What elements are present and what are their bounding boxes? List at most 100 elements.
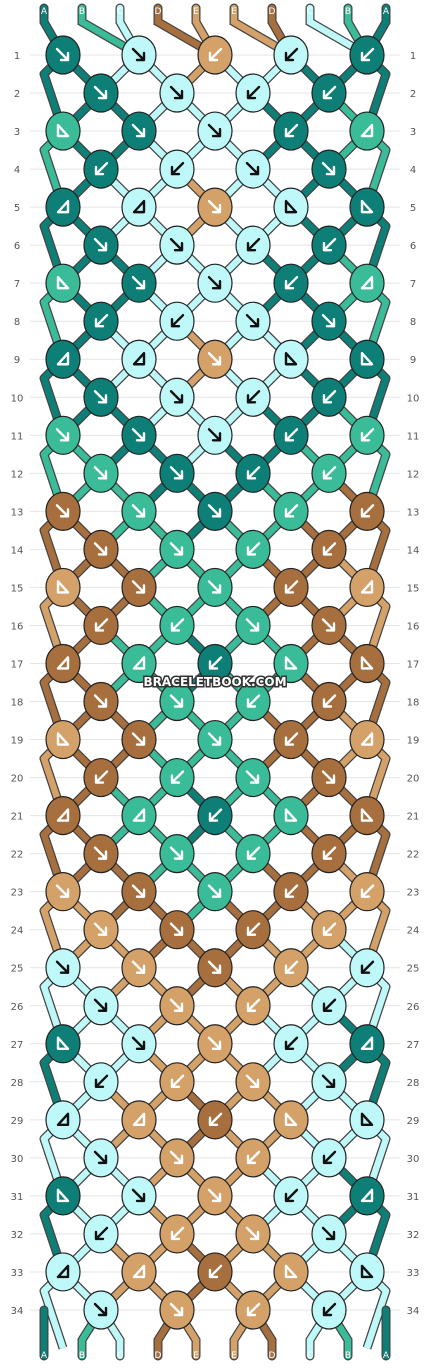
knot-arrow-icon bbox=[131, 580, 146, 594]
knot-arrow-icon bbox=[284, 1112, 298, 1127]
knot-arrow-icon bbox=[94, 161, 109, 176]
knot-arrow-icon bbox=[246, 390, 261, 404]
knot-arrow-icon bbox=[170, 161, 185, 176]
knot-arrow-icon bbox=[56, 808, 70, 822]
knot-arrow-icon bbox=[246, 1302, 261, 1317]
string-label-top: A bbox=[41, 7, 48, 17]
knot-arrow-icon bbox=[169, 237, 184, 252]
knot-arrow-icon bbox=[55, 960, 70, 974]
knot-arrow-icon bbox=[246, 237, 261, 252]
knot-arrow-icon bbox=[93, 846, 108, 860]
row-number-right: 5 bbox=[410, 203, 416, 214]
string-label-bottom: D bbox=[269, 1351, 276, 1361]
knot-arrow-icon bbox=[284, 960, 299, 974]
knot-arrow-icon bbox=[246, 1150, 261, 1165]
string-label-top: E bbox=[193, 7, 199, 17]
knot-arrow-icon bbox=[321, 618, 336, 632]
knot-arrow-icon bbox=[170, 1074, 185, 1089]
knot-arrow-icon bbox=[284, 1188, 299, 1203]
knot-arrow-icon bbox=[132, 352, 146, 366]
row-number-right: 17 bbox=[407, 659, 420, 670]
start-string bbox=[230, 4, 295, 59]
row-number-left: 8 bbox=[14, 317, 20, 328]
knot-arrow-icon bbox=[56, 123, 70, 138]
knot-arrow-icon bbox=[56, 275, 70, 290]
row-number-left: 3 bbox=[14, 127, 20, 138]
start-string bbox=[154, 4, 219, 59]
row-number-left: 25 bbox=[11, 964, 24, 975]
row-number-left: 33 bbox=[11, 1268, 24, 1279]
knot-arrow-icon bbox=[207, 884, 222, 898]
knot-arrow-icon bbox=[55, 504, 70, 518]
knot-arrow-icon bbox=[93, 466, 108, 480]
knot-arrow-icon bbox=[321, 161, 336, 176]
knot-arrow-icon bbox=[55, 428, 70, 442]
row-number-right: 34 bbox=[407, 1306, 420, 1317]
row-number-right: 9 bbox=[410, 355, 416, 366]
knot-arrow-icon bbox=[56, 1188, 70, 1203]
knot-arrow-icon bbox=[321, 314, 336, 328]
knot-arrow-icon bbox=[169, 922, 184, 936]
knot-arrow-icon bbox=[207, 504, 222, 518]
knot-arrow-icon bbox=[131, 275, 146, 290]
row-number-right: 29 bbox=[407, 1116, 420, 1127]
knot-arrow-icon bbox=[245, 618, 260, 632]
row-number-left: 18 bbox=[11, 698, 24, 709]
knot-arrow-icon bbox=[94, 770, 109, 784]
knot-arrow-icon bbox=[131, 960, 146, 974]
knot-arrow-icon bbox=[207, 199, 222, 214]
row-number-right: 8 bbox=[410, 317, 416, 328]
string-label-top: D bbox=[155, 7, 162, 17]
row-number-right: 16 bbox=[407, 621, 420, 632]
string-label-bottom: C bbox=[307, 1351, 313, 1361]
knot-arrow-icon bbox=[131, 1036, 146, 1050]
row-number-right: 6 bbox=[410, 241, 416, 252]
knot-arrow-icon bbox=[360, 884, 375, 898]
knot-arrow-icon bbox=[93, 1150, 108, 1165]
knot-arrow-icon bbox=[245, 314, 260, 328]
knot-arrow-icon bbox=[284, 1036, 299, 1050]
knot-arrow-icon bbox=[93, 542, 108, 556]
watermark-text: BRACELETBOOK.COM bbox=[143, 675, 286, 689]
knot-arrow-icon bbox=[207, 123, 222, 138]
knot-arrow-icon bbox=[131, 123, 146, 138]
row-number-left: 9 bbox=[14, 355, 20, 366]
knot-arrow-icon bbox=[321, 1226, 336, 1241]
knot-arrow-icon bbox=[131, 47, 146, 62]
knot-arrow-icon bbox=[322, 237, 337, 252]
knot-arrow-icon bbox=[208, 656, 223, 670]
knot-arrow-icon bbox=[246, 998, 261, 1012]
knot-arrow-icon bbox=[169, 694, 184, 708]
knot-arrow-icon bbox=[322, 390, 337, 404]
row-number-left: 11 bbox=[11, 431, 24, 442]
knot-arrow-icon bbox=[207, 960, 222, 974]
knot-arrow-icon bbox=[93, 998, 108, 1012]
knot-arrow-icon bbox=[284, 580, 299, 594]
row-number-left: 28 bbox=[11, 1078, 24, 1089]
knot-arrow-icon bbox=[94, 314, 109, 328]
knot-arrow-icon bbox=[322, 922, 337, 936]
row-number-left: 31 bbox=[11, 1192, 24, 1203]
string-label-bottom: E bbox=[193, 1351, 199, 1361]
knot-arrow-icon bbox=[246, 542, 261, 556]
knot-arrow-icon bbox=[360, 808, 374, 822]
knot-arrow-icon bbox=[170, 770, 185, 784]
row-number-right: 15 bbox=[407, 583, 420, 594]
knot-arrow-icon bbox=[245, 1226, 260, 1241]
knot-arrow-icon bbox=[322, 1302, 337, 1317]
knot-arrow-icon bbox=[208, 47, 223, 62]
knot-arrow-icon bbox=[207, 1036, 222, 1050]
knot-arrow-icon bbox=[93, 237, 108, 252]
row-number-left: 32 bbox=[11, 1230, 24, 1241]
string-label-bottom: B bbox=[345, 1351, 351, 1361]
knot-arrow-icon bbox=[131, 732, 146, 746]
knot-arrow-icon bbox=[245, 161, 260, 176]
knot-arrow-icon bbox=[170, 618, 185, 632]
knot-arrow-icon bbox=[245, 1074, 260, 1089]
knot-arrow-icon bbox=[322, 846, 337, 860]
row-number-left: 21 bbox=[11, 812, 24, 823]
knot-arrow-icon bbox=[284, 123, 299, 138]
